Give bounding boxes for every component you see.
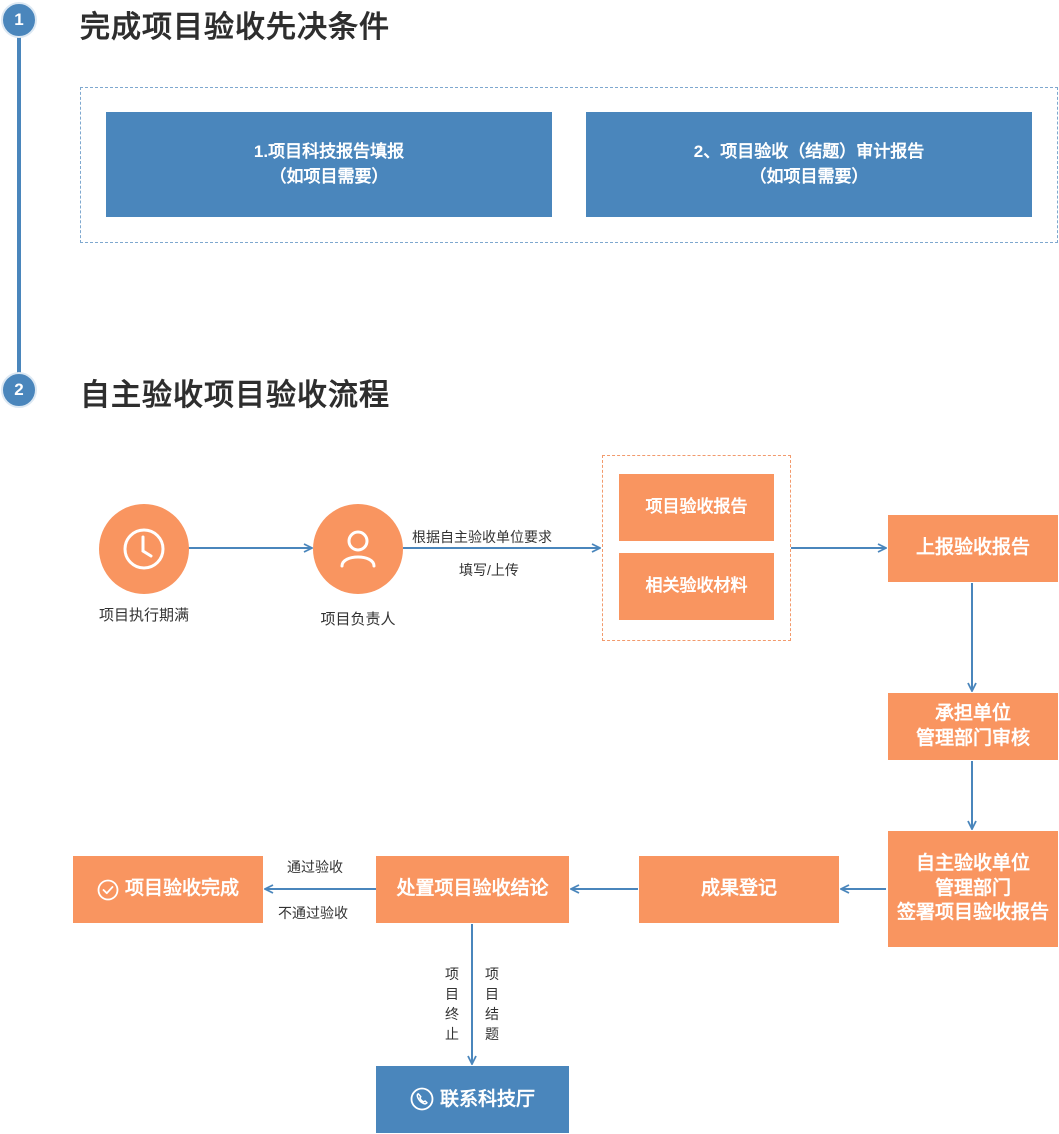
- prerequisites-container: [80, 87, 1058, 243]
- submit-report-box[interactable]: 上报验收报告: [888, 515, 1058, 582]
- expire-circle: [99, 504, 189, 594]
- tech-report-box[interactable]: 1.项目科技报告填报 （如项目需要）: [106, 112, 552, 217]
- contact-department-label: 联系科技厅: [439, 1088, 535, 1110]
- acceptance-complete-label: 项目验收完成: [124, 878, 239, 900]
- phone-icon: [410, 1087, 434, 1111]
- clock-icon: [123, 528, 165, 570]
- tech-report-note: （如项目需要）: [269, 166, 389, 186]
- sign-report-box[interactable]: 自主验收单位 管理部门 签署项目验收报告: [888, 831, 1058, 947]
- audit-report-box[interactable]: 2、项目验收（结题）审计报告 （如项目需要）: [586, 112, 1032, 217]
- unit-review-line1: 承担单位: [934, 702, 1011, 724]
- edge-close-label: 项目结题: [485, 966, 499, 1042]
- audit-report-title: 2、项目验收（结题）审计报告: [693, 141, 925, 161]
- timeline-line: [17, 20, 21, 390]
- edge-fill-label: 填写/上传: [459, 562, 519, 578]
- result-registration-box[interactable]: 成果登记: [639, 856, 839, 923]
- edge-requirement-label: 根据自主验收单位要求: [412, 529, 552, 545]
- acceptance-report-box[interactable]: 项目验收报告: [619, 474, 774, 541]
- step-1-badge: 1: [1, 2, 37, 38]
- section-2-title: 自主验收项目验收流程: [80, 379, 390, 412]
- sign-report-line2: 管理部门: [934, 877, 1011, 899]
- edge-fail-label: 不通过验收: [278, 905, 348, 921]
- acceptance-complete-box[interactable]: 项目验收完成: [73, 856, 263, 923]
- check-circle-icon: [97, 879, 119, 901]
- leader-label: 项目负责人: [320, 611, 396, 628]
- conclusion-box[interactable]: 处置项目验收结论: [376, 856, 569, 923]
- edge-pass-label: 通过验收: [287, 859, 343, 875]
- contact-department-box[interactable]: 联系科技厅: [376, 1066, 569, 1133]
- sign-report-line3: 签署项目验收报告: [896, 902, 1049, 924]
- edge-terminate-label: 项目终止: [445, 966, 459, 1042]
- unit-review-box[interactable]: 承担单位 管理部门审核: [888, 693, 1058, 760]
- tech-report-title: 1.项目科技报告填报: [253, 141, 405, 161]
- unit-review-line2: 管理部门审核: [915, 727, 1030, 749]
- person-icon: [340, 530, 376, 568]
- leader-circle: [313, 504, 403, 594]
- sign-report-line1: 自主验收单位: [915, 852, 1030, 874]
- section-1-title: 完成项目验收先决条件: [80, 11, 390, 44]
- related-materials-box[interactable]: 相关验收材料: [619, 553, 774, 620]
- materials-container: [602, 455, 791, 641]
- step-2-badge: 2: [1, 372, 37, 408]
- audit-report-note: （如项目需要）: [749, 166, 869, 186]
- expire-label: 项目执行期满: [98, 607, 189, 624]
